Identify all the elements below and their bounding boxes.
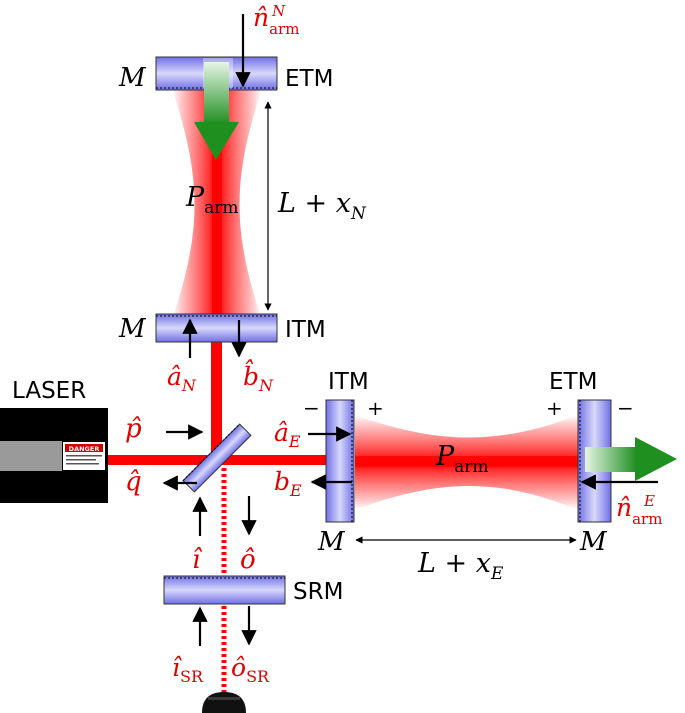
itm-east-minus: − bbox=[303, 396, 320, 420]
gw-arrow-east bbox=[585, 437, 677, 481]
beam-splitter bbox=[182, 423, 252, 493]
p-arm-east-label: Parm bbox=[435, 441, 489, 477]
gw-arrow-north bbox=[194, 62, 239, 160]
i-sr-label: îSR bbox=[172, 653, 204, 686]
o-label: ô bbox=[240, 545, 256, 575]
o-sr-label: ôSR bbox=[231, 653, 270, 686]
b-north-label: b̂N bbox=[243, 360, 274, 395]
q-label: q̂ bbox=[125, 467, 142, 497]
a-east-label: âE bbox=[274, 418, 301, 451]
etm-east-mass: M bbox=[579, 527, 608, 557]
itm-east-mirror bbox=[325, 399, 355, 523]
itm-north-label: ITM bbox=[285, 317, 326, 343]
srm-mirror bbox=[163, 575, 286, 605]
laser-label: LASER bbox=[12, 378, 86, 404]
etm-north-mass: M bbox=[118, 63, 147, 93]
itm-east-plus: + bbox=[367, 396, 384, 420]
length-north-label: L + xN bbox=[277, 188, 367, 224]
etm-east-minus: − bbox=[617, 396, 634, 420]
north-arm-beam-core bbox=[212, 88, 222, 320]
p-label: p̂ bbox=[125, 414, 142, 444]
etm-north-label: ETM bbox=[285, 66, 333, 92]
laser-danger-text: DANGER bbox=[69, 445, 100, 453]
n-arm-east-sup: E bbox=[643, 492, 655, 510]
east-arm-beam-core bbox=[355, 456, 578, 467]
itm-north-mass: M bbox=[118, 314, 147, 344]
a-north-label: âN bbox=[167, 362, 197, 395]
srm-label: SRM bbox=[293, 579, 343, 605]
etm-east-label: ETM bbox=[549, 369, 597, 395]
n-arm-north-label: n̂arm bbox=[253, 3, 299, 38]
b-east-label: bE bbox=[274, 467, 302, 500]
i-label: î bbox=[192, 545, 203, 575]
n-arm-north-sup: N bbox=[271, 2, 286, 20]
etm-east-plus: + bbox=[546, 396, 563, 420]
length-east-label: L + xE bbox=[417, 548, 504, 584]
itm-east-mass: M bbox=[317, 527, 346, 557]
p-arm-north-label: Parm bbox=[185, 182, 239, 218]
laser-aperture bbox=[0, 441, 62, 471]
itm-north-mirror bbox=[155, 313, 278, 343]
n-arm-east-label: n̂arm bbox=[616, 493, 662, 528]
bs-to-north-beam bbox=[211, 340, 222, 460]
itm-east-label: ITM bbox=[328, 369, 369, 395]
photodetector bbox=[202, 692, 246, 713]
